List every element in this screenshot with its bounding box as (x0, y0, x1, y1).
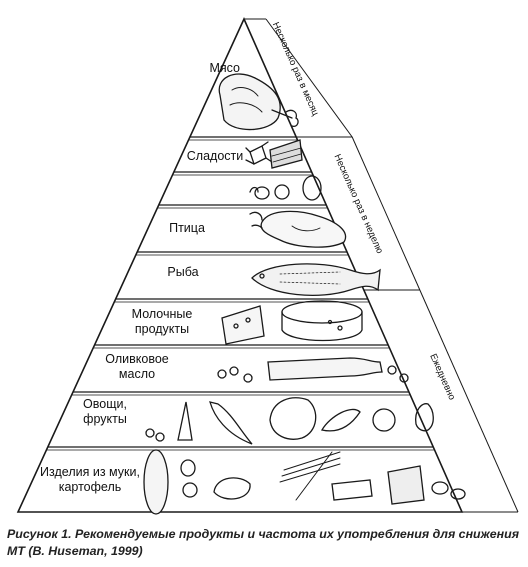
eggs-icon (249, 175, 322, 201)
pyramid-outline (16, 17, 464, 513)
tier-label: Мясо (209, 61, 240, 75)
tier-label: Рыба (167, 265, 198, 279)
poultry-icon (249, 210, 347, 248)
food-illustrations (143, 73, 466, 515)
bread-potatoes-icon (143, 449, 466, 515)
pyramid-tier-dividers (46, 136, 435, 451)
frequency-bracket (363, 289, 519, 513)
fish-icon (251, 263, 381, 297)
olive-oil-icon (217, 357, 409, 383)
frequency-label: Ежедневно (427, 352, 457, 402)
pyramid-triangle (16, 17, 464, 513)
figure-caption: Рисунок 1. Рекомендуемые продукты и част… (7, 527, 519, 558)
tier-label: Птица (169, 221, 205, 235)
tier-label: Овощи,фрукты (83, 397, 127, 426)
tier-label: Сладости (187, 149, 243, 163)
tier-label: Изделия из муки,картофель (40, 465, 140, 494)
vegetables-fruits-icon (145, 397, 434, 445)
meat-icon (218, 73, 299, 131)
cheese-icon (221, 300, 363, 345)
sweets-icon (245, 139, 303, 169)
